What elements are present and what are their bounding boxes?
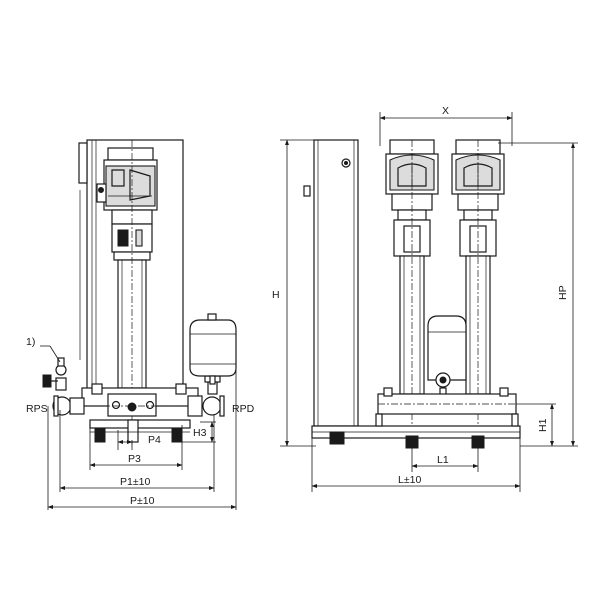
side-view-expansion-tank	[189, 313, 237, 385]
front-view: X H HP H1 L1 L±10	[272, 105, 578, 492]
note-reference-label: 1)	[26, 336, 35, 348]
side-view-dimensions	[40, 345, 237, 510]
front-view-tank	[427, 315, 467, 401]
front-view-manifold	[377, 387, 517, 415]
front-view-base	[311, 413, 521, 449]
side-view-suction-valve	[42, 357, 85, 417]
front-view-dimensions	[280, 112, 578, 492]
h1-label: H1	[537, 418, 549, 432]
l-label: L±10	[398, 474, 421, 486]
p3-label: P3	[128, 453, 141, 465]
l1-label: L1	[437, 454, 449, 466]
rpd-label: RPD	[232, 403, 255, 415]
rps-label: RPS	[26, 403, 48, 415]
hp-label: HP	[557, 285, 569, 300]
p4-label: P4	[148, 434, 161, 446]
x-label: X	[442, 105, 449, 117]
side-view-base	[89, 419, 191, 443]
side-view: 1) RPS RPD H3 P4 P3 P1±10 P±10	[26, 139, 255, 510]
front-view-cabinet	[303, 139, 359, 427]
side-view-motor	[96, 147, 158, 225]
h-label: H	[272, 289, 280, 301]
side-view-discharge-valve	[187, 375, 225, 417]
side-view-pump-column	[111, 140, 153, 445]
p1-label: P1±10	[120, 476, 150, 488]
p-label: P±10	[130, 495, 155, 507]
h3-label: H3	[193, 427, 207, 439]
side-view-manifold	[60, 383, 218, 417]
front-view-pump-1	[385, 139, 439, 448]
